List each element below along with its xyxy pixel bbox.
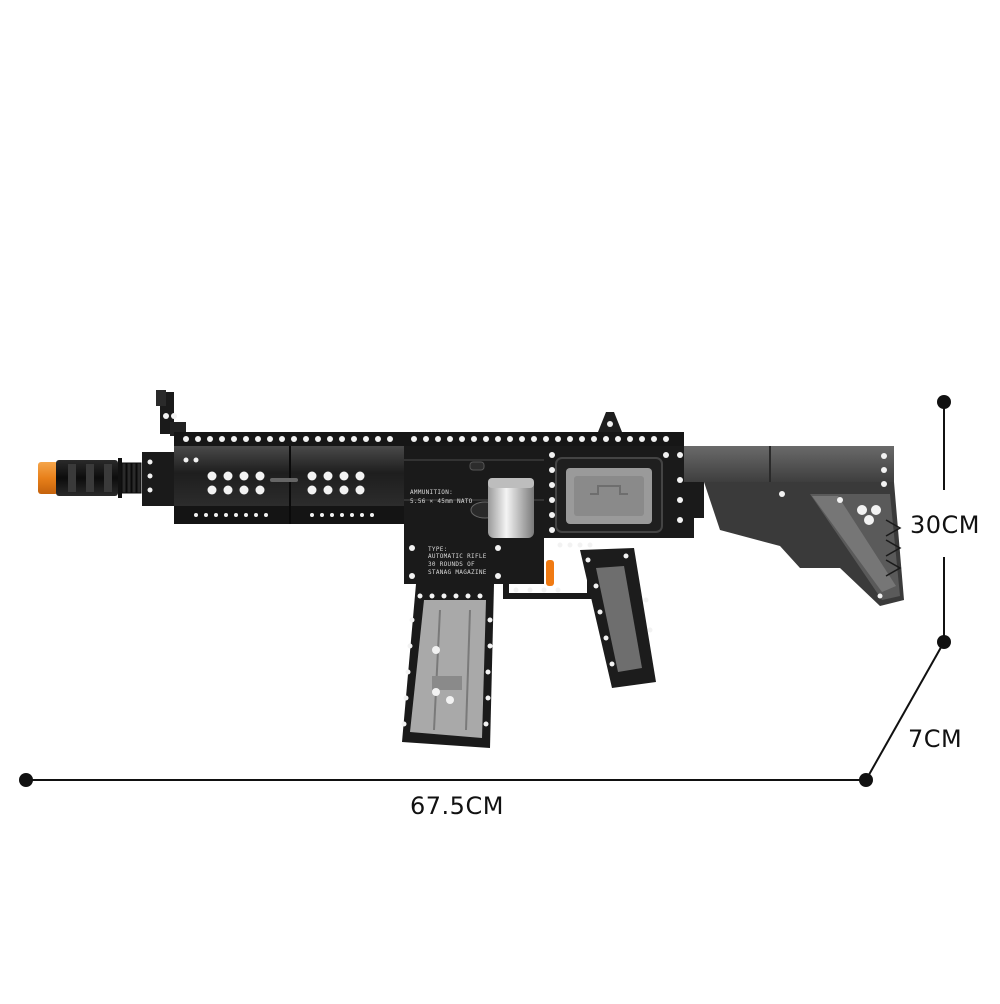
front-sight <box>156 390 186 436</box>
depth-label: 7CM <box>908 725 963 753</box>
svg-text:AUTOMATIC RIFLE: AUTOMATIC RIFLE <box>428 553 487 560</box>
receiver-engraving-type: TYPE: AUTOMATIC RIFLE 30 ROUNDS OF STANA… <box>428 546 487 576</box>
height-label: 30CM <box>910 511 981 539</box>
receiver-side-panel <box>555 457 663 533</box>
svg-text:5.56 × 45mm NATO: 5.56 × 45mm NATO <box>410 498 473 505</box>
muzzle-tip <box>38 462 58 494</box>
handguard-top-pins <box>183 436 393 442</box>
svg-text:STANAG MAGAZINE: STANAG MAGAZINE <box>428 569 487 576</box>
depth-dimension-line <box>865 641 945 781</box>
buffer-tube <box>684 446 894 482</box>
handguard <box>142 432 406 524</box>
length-label: 67.5CM <box>410 792 504 820</box>
barrel <box>56 458 142 498</box>
ejection-drum <box>488 478 534 538</box>
pistol-grip <box>580 548 656 688</box>
handguard-side-pins <box>147 457 374 517</box>
svg-text:TYPE:: TYPE: <box>428 546 448 553</box>
stock <box>704 453 904 606</box>
svg-text:30 ROUNDS OF: 30 ROUNDS OF <box>428 561 475 568</box>
magazine <box>401 584 494 748</box>
rear-sight <box>598 412 622 432</box>
length-dimension-line <box>19 773 873 787</box>
upper-rail-pins <box>411 436 669 442</box>
receiver-engraving-ammunition: AMMUNITION: 5.56 × 45mm NATO <box>410 489 473 505</box>
svg-text:AMMUNITION:: AMMUNITION: <box>410 489 453 496</box>
